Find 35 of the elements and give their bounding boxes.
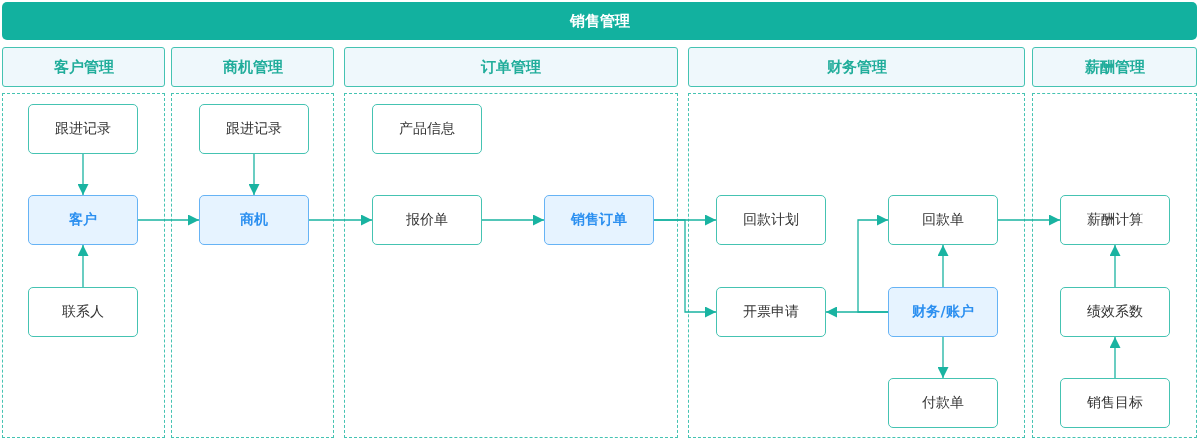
process-box: 报价单 [372, 195, 482, 245]
lane-header: 商机管理 [171, 47, 334, 87]
lane-header: 客户管理 [2, 47, 165, 87]
process-box: 回款单 [888, 195, 998, 245]
lane-header: 薪酬管理 [1032, 47, 1197, 87]
arrow [857, 214, 889, 313]
process-box: 跟进记录 [199, 104, 309, 154]
highlighted-box: 商机 [199, 195, 309, 245]
arrow [308, 214, 373, 226]
arrow [937, 336, 949, 379]
highlighted-box: 销售订单 [544, 195, 654, 245]
process-box: 绩效系数 [1060, 287, 1170, 337]
process-box: 开票申请 [716, 287, 826, 337]
arrow [653, 219, 717, 318]
process-box: 薪酬计算 [1060, 195, 1170, 245]
arrow [997, 214, 1061, 226]
process-box: 产品信息 [372, 104, 482, 154]
process-box: 跟进记录 [28, 104, 138, 154]
arrow [137, 214, 200, 226]
arrow [481, 214, 545, 226]
process-box: 付款单 [888, 378, 998, 428]
arrow [77, 153, 89, 196]
process-box: 销售目标 [1060, 378, 1170, 428]
lane-header: 财务管理 [688, 47, 1025, 87]
arrow [248, 153, 260, 196]
arrow [937, 244, 949, 288]
arrow [77, 244, 89, 288]
title-banner: 销售管理 [2, 2, 1197, 40]
highlighted-box: 客户 [28, 195, 138, 245]
process-box: 联系人 [28, 287, 138, 337]
arrow [1109, 244, 1121, 288]
process-box: 回款计划 [716, 195, 826, 245]
lane-header: 订单管理 [344, 47, 678, 87]
highlighted-box: 财务/账户 [888, 287, 998, 337]
arrow [1109, 336, 1121, 379]
